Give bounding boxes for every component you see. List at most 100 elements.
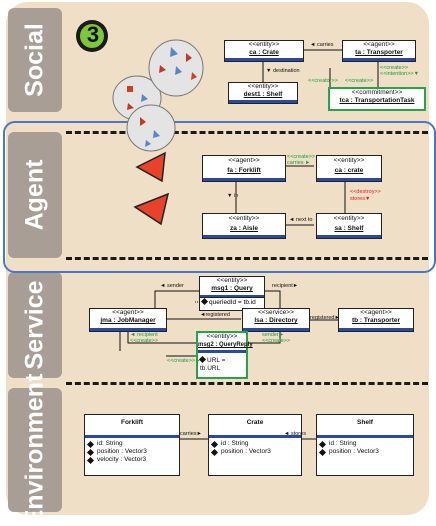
agent-label-in: ▼ in [227, 193, 239, 199]
env-forklift-attr: position : Vector3 [86, 448, 176, 456]
layer-label-service: Service [8, 272, 62, 378]
service-label-registered-right: registered► [310, 315, 340, 321]
service-note-queried-id: queriedId = tb.id [199, 297, 265, 311]
social-dest1-stereotype: <<entity>> [247, 83, 279, 90]
env-crate-attr: position : Vector3 [210, 448, 298, 456]
agent-label-create-carries: <<create>>carries ► [287, 154, 315, 166]
service-msg1-name: msg1 : Query [211, 285, 253, 292]
env-shelf-attr-position: position : Vector3 [329, 448, 379, 455]
service-msg1-stereotype: <<entity>> [216, 277, 248, 284]
social-label-creator: <<creator>> [308, 78, 338, 84]
service-label-recipient-top: recipient► [272, 283, 299, 289]
agent-box-ca-crate: <<entity>> ca : crate [316, 155, 382, 182]
agent-sa-name: sa : Shelf [334, 225, 364, 232]
service-box-lsa-directory: <<service>> lsa : Directory [242, 308, 310, 332]
social-label-intention: <<create>><<intention>>▼ [380, 65, 419, 77]
agent-fa-stereotype: <<agent>> [228, 157, 260, 164]
social-ta-name: ta : Transporter [355, 49, 403, 56]
social-box-ca-crate: <<entity>> ca : Crate [224, 40, 304, 62]
service-label-recipient-bottom: ◄ recipient<<create>> [130, 332, 158, 344]
agent-label-destroy-text: <<destroy>> [350, 189, 381, 195]
service-note-url-text: URL = tb.URL [200, 357, 226, 372]
agent-za-name: za : Aisle [230, 225, 258, 232]
env-crate-attrs: id : String position : Vector3 [209, 438, 301, 458]
env-class-forklift: Forklift id: String position : Vector3 v… [84, 414, 180, 476]
service-label-registered-left: ◄registered [200, 312, 230, 318]
social-label-destination: ▼ destination [266, 68, 300, 74]
service-label-recipient-bottom-text: ◄ recipient [130, 332, 158, 338]
social-ca-name: ca : Crate [249, 49, 279, 56]
agent-ca-stereotype: <<entity>> [333, 157, 365, 164]
env-shelf-name: Shelf [317, 415, 413, 438]
service-note-queried-id-text: queriedId = tb.id [209, 299, 256, 306]
agent-layer-frame [3, 121, 436, 273]
env-crate-attr-position: position : Vector3 [221, 448, 271, 455]
env-shelf-attr: position : Vector3 [318, 448, 410, 456]
service-label-create-one: <<create>> [130, 338, 159, 344]
env-forklift-attr-velocity: velocity : Vector3 [97, 456, 147, 463]
agent-triangle-1 [135, 151, 166, 183]
agent-sa-stereotype: <<entity>> [333, 215, 365, 222]
social-box-ta-transporter: <<agent>> ta : Transporter [342, 40, 416, 62]
service-jma-stereotype: <<agent>> [112, 309, 144, 316]
agent-triangle-2 [133, 192, 170, 226]
social-label-intention-create: <<create>> [380, 65, 409, 71]
agent-label-destroy: <<destroy>>stores▼ [350, 189, 381, 203]
service-jma-name: jma : JobManager [100, 317, 156, 324]
env-class-shelf: Shelf id : String position : Vector3 [316, 414, 414, 476]
layer-label-agent: Agent [8, 132, 62, 258]
service-msg2-stereotype: <<entity>> [206, 333, 238, 340]
env-shelf-attr: id : String [318, 440, 410, 448]
social-ta-stereotype: <<agent>> [363, 41, 395, 48]
service-box-msg2-queryreply: <<entity>> msg2 : QueryReply URL = tb.UR… [196, 331, 253, 379]
agent-box-fa-forklift: <<agent>> fa : Forklift [202, 155, 286, 182]
env-forklift-name: Forklift [85, 415, 179, 438]
layer-label-social: Social [8, 8, 62, 112]
service-tb-name: tb : Transporter [351, 317, 401, 324]
separator-agent-service [66, 257, 428, 260]
env-class-crate: Crate id : String position : Vector3 [208, 414, 302, 476]
social-tca-stereotype: <<commitment>> [351, 89, 403, 96]
agent-society-illustration [112, 39, 204, 152]
env-shelf-attr-id: id : String [329, 440, 357, 447]
env-forklift-attr-id: id: String [97, 440, 123, 447]
env-crate-name: Crate [209, 415, 301, 438]
step-badge [76, 20, 108, 52]
service-box-jma-jobmanager: <<agent>> jma : JobManager [89, 308, 167, 332]
service-label-create-three: <<create>>► [167, 358, 201, 364]
separator-service-environment [66, 382, 428, 385]
service-lsa-stereotype: <<service>> [258, 309, 294, 316]
env-label-carries: carries► [180, 431, 202, 437]
env-forklift-attr: velocity : Vector3 [86, 456, 176, 464]
agent-box-sa-shelf: <<entity>> sa : Shelf [316, 213, 382, 239]
agent-label-carries: carries ► [287, 160, 311, 166]
social-tca-name: tca : TransportationTask [339, 97, 415, 104]
agent-box-za-aisle: <<entity>> za : Aisle [202, 213, 286, 239]
service-msg2-name: msg2 : QueryReply [198, 342, 253, 348]
social-box-tca-task: <<commitment>> tca : TransportationTask [328, 87, 426, 111]
service-box-tb-transporter: <<agent>> tb : Transporter [338, 308, 414, 332]
env-crate-attr-id: id : String [221, 440, 249, 447]
service-lsa-name: lsa : Directory [254, 317, 298, 324]
social-dest1-name: dest1 : Shelf [243, 91, 283, 98]
env-forklift-attrs: id: String position : Vector3 velocity :… [85, 438, 179, 466]
agent-label-next-to: ◄ next to [289, 217, 313, 223]
social-box-dest1-shelf: <<entity>> dest1 : Shelf [228, 82, 298, 104]
step-badge-number: 3 [86, 22, 100, 47]
env-forklift-attr-position: position : Vector3 [97, 448, 147, 455]
service-tb-stereotype: <<agent>> [360, 309, 392, 316]
service-label-sender-bottom-text: sender► [262, 332, 285, 338]
env-forklift-attr: id: String [86, 440, 176, 448]
agent-ca-name: ca : crate [334, 167, 364, 174]
service-label-sender-bottom: sender►<<create>> [262, 332, 290, 344]
layer-label-environment: Environment [8, 374, 62, 526]
social-label-intention-text: <<intention>>▼ [380, 71, 420, 77]
agent-za-stereotype: <<entity>> [228, 215, 260, 222]
separator-social-agent [66, 131, 428, 134]
agent-label-stores: stores▼ [350, 196, 371, 202]
social-ca-stereotype: <<entity>> [248, 41, 280, 48]
env-shelf-attrs: id : String position : Vector3 [317, 438, 413, 458]
service-box-msg1-query: <<entity>> msg1 : Query [199, 276, 265, 299]
social-label-carries: ◄ carries [310, 42, 334, 48]
